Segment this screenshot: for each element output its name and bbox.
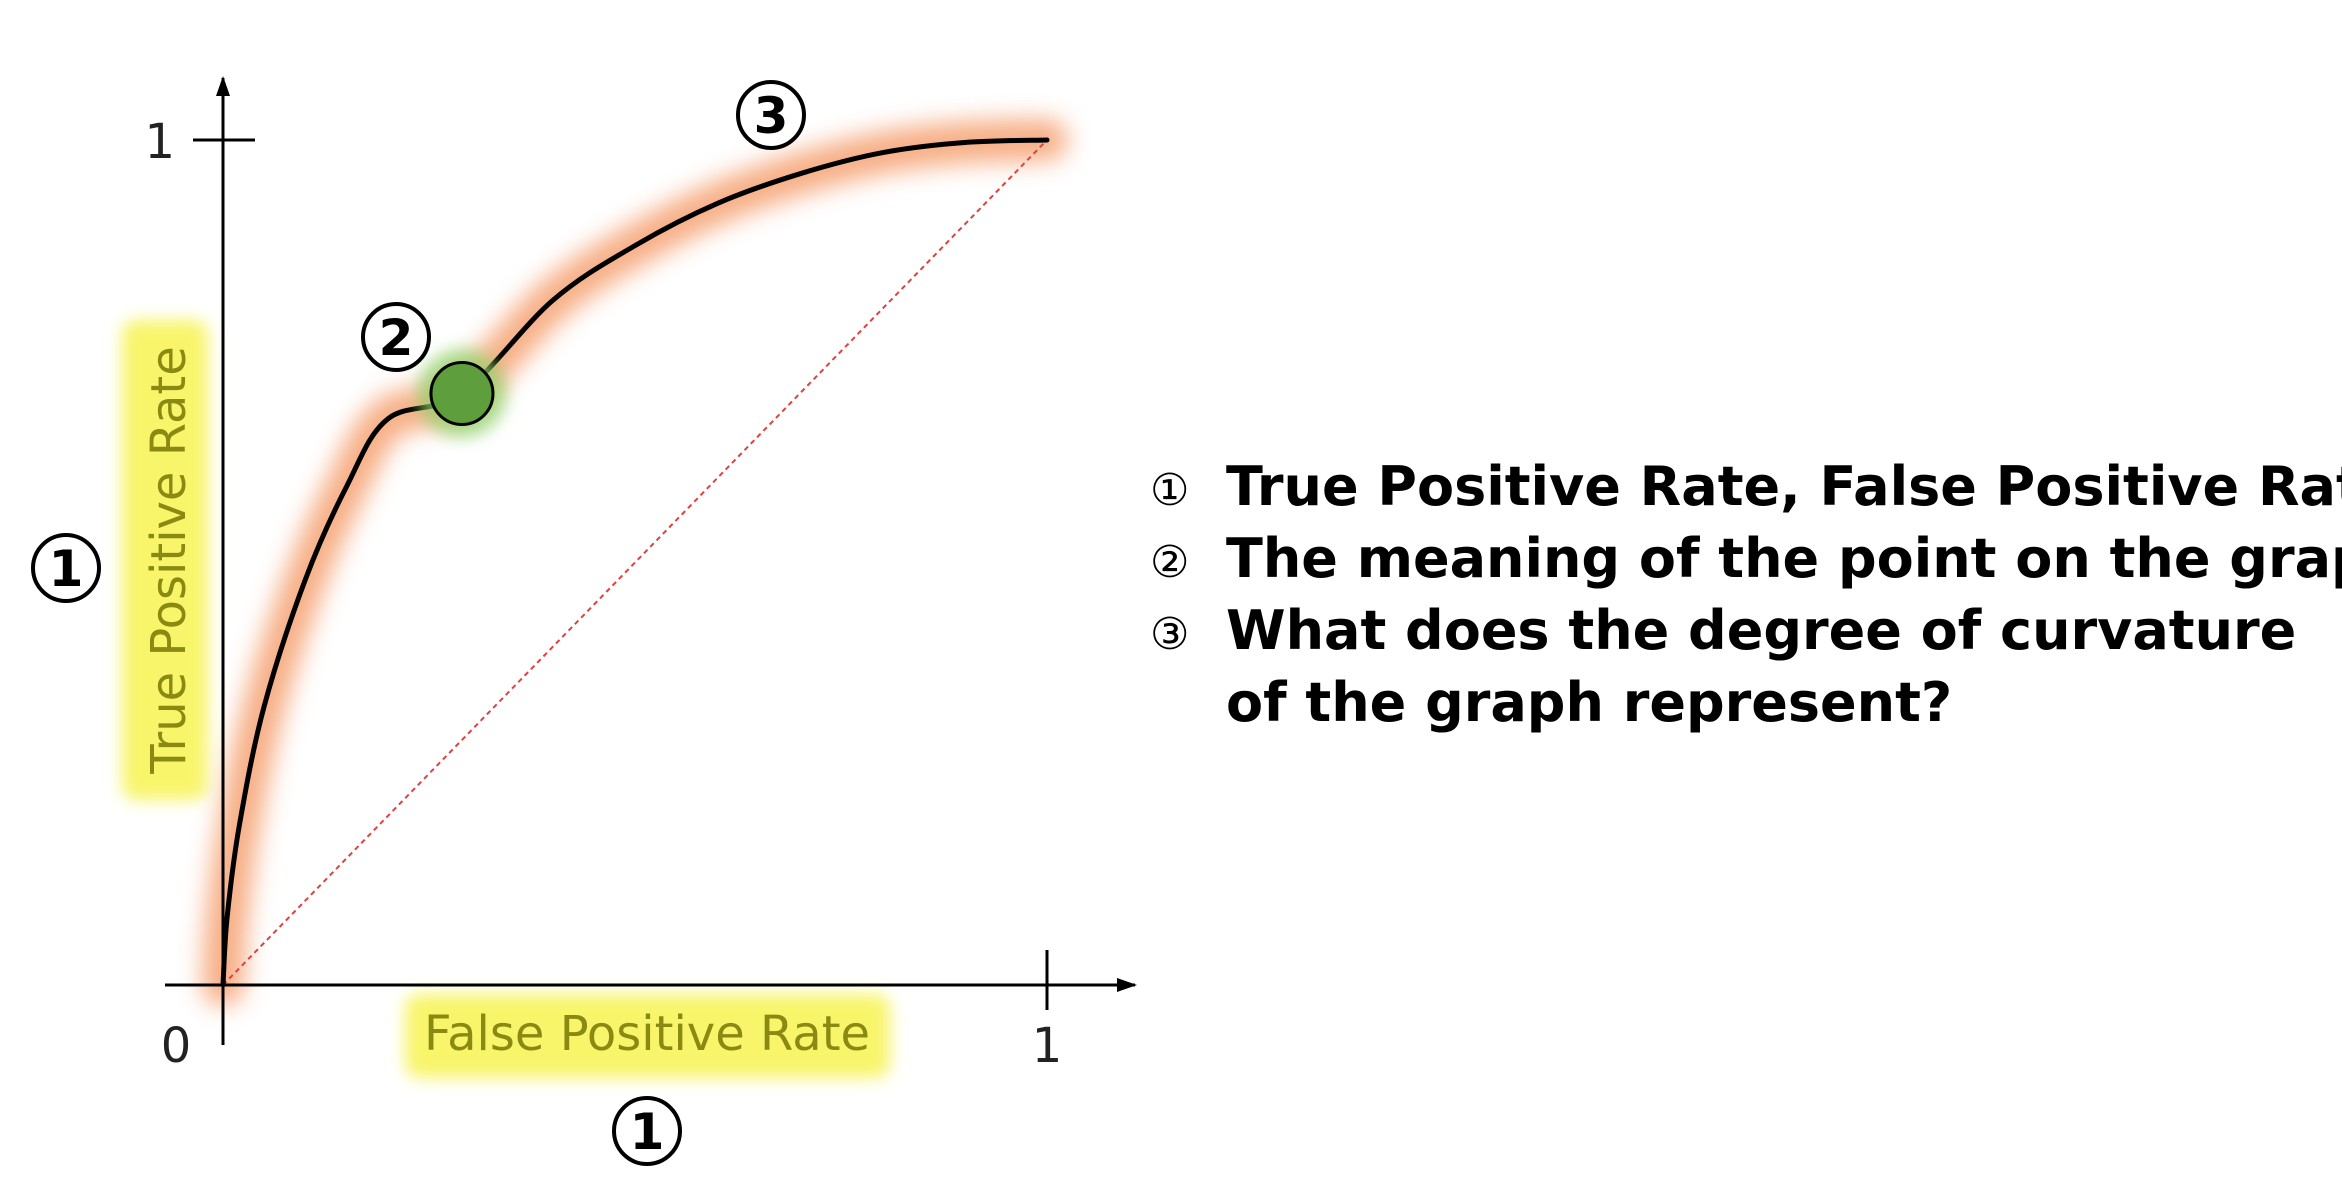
- legend-item-number: ①: [1150, 465, 1190, 516]
- y-tick-label-1: 1: [144, 114, 175, 170]
- legend-item-text: True Positive Rate, False Positive Rate: [1226, 455, 2342, 518]
- annotation-curve: 3: [736, 80, 806, 150]
- svg-text:3: 3: [754, 87, 789, 145]
- y-axis-title-highlight: [122, 320, 208, 800]
- x-tick-label-1: 1: [1032, 1018, 1063, 1074]
- svg-text:1: 1: [630, 1103, 665, 1161]
- x-axis-title-highlight: [405, 994, 890, 1078]
- legend-item-text: What does the degree of curvature: [1226, 599, 2297, 662]
- legend-item: ③ What does the degree of curvature: [1150, 599, 2330, 671]
- annotation-point: 2: [361, 302, 431, 372]
- legend-item-number: ③: [1150, 609, 1190, 660]
- y-axis-title: True Positive Rate: [141, 346, 197, 775]
- svg-text:2: 2: [379, 309, 414, 367]
- legend-item: ② The meaning of the point on the graph: [1150, 527, 2342, 599]
- x-tick-label-0: 0: [161, 1018, 192, 1074]
- legend-item-text: The meaning of the point on the graph: [1226, 527, 2342, 590]
- legend: ① True Positive Rate, False Positive Rat…: [1150, 455, 2342, 743]
- svg-text:1: 1: [49, 540, 84, 598]
- legend-item-text: of the graph represent?: [1226, 671, 1953, 734]
- legend-item-number: ②: [1150, 537, 1190, 588]
- legend-item-continuation: of the graph represent?: [1150, 671, 2330, 743]
- x-axis-title: False Positive Rate: [424, 1006, 870, 1062]
- annotation-x-axis: 1: [612, 1096, 682, 1166]
- legend-item: ① True Positive Rate, False Positive Rat…: [1150, 455, 2342, 527]
- highlight-point: [429, 361, 495, 426]
- annotation-y-axis: 1: [31, 533, 101, 603]
- random-classifier-line: [222, 139, 1048, 986]
